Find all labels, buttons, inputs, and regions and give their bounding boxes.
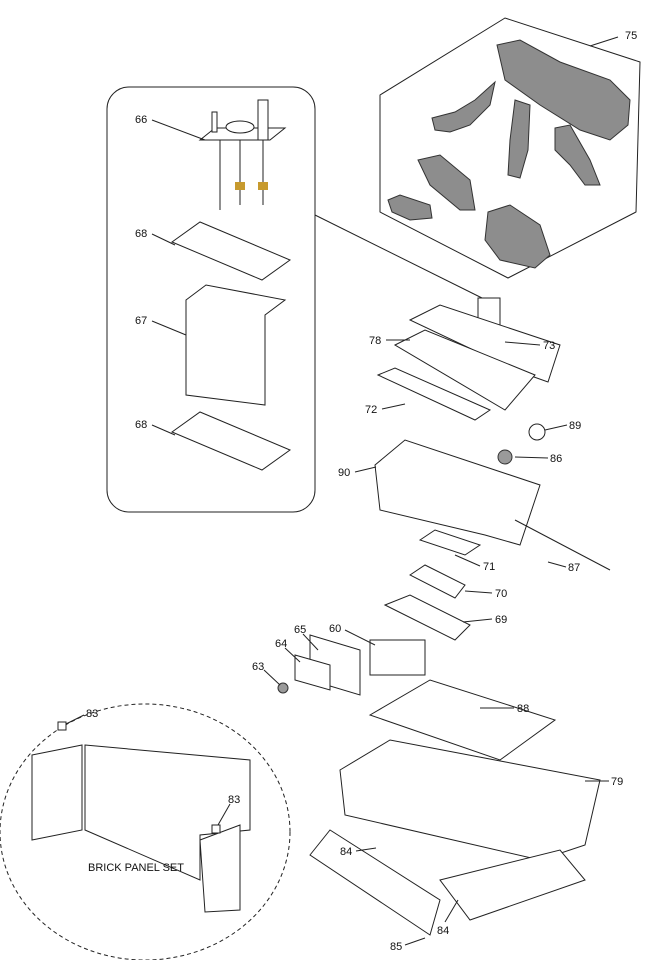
callouts: 75 66 68 67 68 78 73 72 89 86 90 71 87 7… <box>65 30 637 953</box>
leader <box>354 466 377 473</box>
leader <box>344 629 376 646</box>
part-88-gasket <box>368 679 557 761</box>
gasket-bottom <box>170 411 292 471</box>
callout-75: 75 <box>625 30 637 42</box>
log-set <box>379 17 641 279</box>
pilot-burner <box>225 120 255 134</box>
brick-panel-back <box>84 744 251 881</box>
callout-65: 65 <box>294 624 306 636</box>
leader <box>381 403 406 410</box>
brick-panel-left <box>31 744 83 841</box>
log-curved <box>554 124 601 186</box>
leader <box>589 36 619 47</box>
callout-89: 89 <box>569 420 581 432</box>
pilot-box <box>185 284 287 406</box>
gasket-top <box>170 221 292 281</box>
part-86-gear <box>497 449 513 465</box>
brick-panel-outline <box>0 703 291 960</box>
leader <box>464 590 493 594</box>
part-84-side <box>439 849 586 921</box>
log-front <box>484 204 551 269</box>
callout-68: 68 <box>135 419 147 431</box>
callout-90: 90 <box>338 467 350 479</box>
leader <box>544 424 568 431</box>
part-78-burner <box>393 329 536 411</box>
part-89-knob <box>528 423 546 441</box>
leader <box>302 633 319 651</box>
callout-86: 86 <box>550 453 562 465</box>
callout-72: 72 <box>365 404 377 416</box>
leader <box>444 899 459 923</box>
log-vertical <box>507 99 531 179</box>
part-83-clip <box>211 824 221 834</box>
callout-64: 64 <box>275 638 287 650</box>
callout-85: 85 <box>390 941 402 953</box>
pilot-panel-frame <box>106 86 316 513</box>
callout-73: 73 <box>543 340 555 352</box>
leader <box>65 714 85 725</box>
callout-84: 84 <box>437 925 449 937</box>
leader <box>151 424 176 436</box>
burner-assembly <box>277 297 611 936</box>
callout-71: 71 <box>483 561 495 573</box>
callout-83: 83 <box>86 708 98 720</box>
leader <box>355 847 377 852</box>
callout-60: 60 <box>329 623 341 635</box>
leader <box>504 341 541 346</box>
log-branch <box>431 80 496 133</box>
fitting <box>235 182 245 190</box>
part-87-rod <box>514 519 611 571</box>
callout-88: 88 <box>517 703 529 715</box>
callout-68: 68 <box>135 228 147 240</box>
part-60-valve <box>369 639 426 676</box>
part-63-knob <box>277 682 289 694</box>
brick-panel-right <box>199 824 241 913</box>
part-83-clip <box>57 721 67 731</box>
part-85-front <box>309 829 441 936</box>
part-71-plate <box>418 529 482 556</box>
part-72-rail <box>376 367 492 421</box>
leader <box>284 647 301 663</box>
part-64-plate <box>294 654 331 691</box>
leader <box>514 456 549 459</box>
connector-line <box>314 214 483 299</box>
leader <box>263 669 281 686</box>
leader <box>151 320 187 336</box>
callout-79: 79 <box>611 776 623 788</box>
thermocouple <box>211 111 218 133</box>
log-large <box>496 39 631 141</box>
leader <box>217 803 231 826</box>
brick-panel-label: BRICK PANEL SET <box>88 862 184 874</box>
brick-panel-set: BRICK PANEL SET <box>0 703 291 960</box>
leader <box>547 561 567 568</box>
part-79-base <box>339 739 601 861</box>
leader <box>462 618 493 623</box>
callout-66: 66 <box>135 114 147 126</box>
part-70-bracket <box>409 564 466 599</box>
pilot-assembly-panel <box>106 86 316 513</box>
callout-67: 67 <box>135 315 147 327</box>
callout-78: 78 <box>369 335 381 347</box>
callout-69: 69 <box>495 614 507 626</box>
log-set-frame <box>379 17 641 279</box>
part-90-tray <box>374 439 541 546</box>
callout-87: 87 <box>568 562 580 574</box>
leader <box>404 937 426 946</box>
log-split <box>417 154 476 211</box>
callout-83: 83 <box>228 794 240 806</box>
part-69-bracket <box>383 594 471 641</box>
fitting <box>258 182 268 190</box>
leader <box>151 233 176 246</box>
leader <box>151 119 206 141</box>
pilot-hood <box>257 99 269 141</box>
callout-63: 63 <box>252 661 264 673</box>
leader <box>454 554 481 567</box>
callout-84: 84 <box>340 846 352 858</box>
log-small <box>387 194 433 221</box>
callout-70: 70 <box>495 588 507 600</box>
